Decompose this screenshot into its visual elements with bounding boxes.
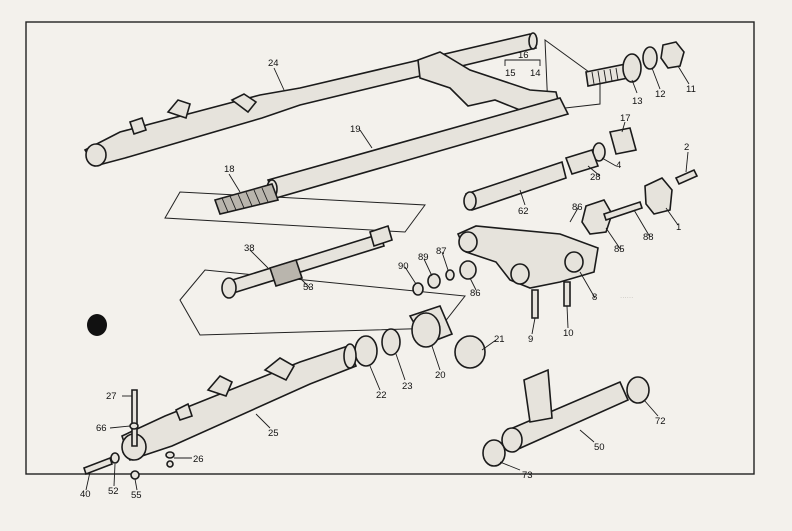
- bolt-2: [674, 168, 699, 186]
- callout-85: 85: [614, 244, 625, 255]
- callout-72: 72: [655, 416, 666, 427]
- callout-9: 9: [528, 334, 533, 345]
- callout-50: 50: [594, 442, 605, 453]
- callout-8: 8: [592, 292, 597, 303]
- lower-fasteners: [82, 389, 175, 480]
- axle-nut-assembly: [585, 41, 685, 87]
- bolt-9: [531, 289, 539, 319]
- damper-small-parts: [412, 260, 477, 296]
- callout-13: 13: [632, 96, 643, 107]
- callout-17: 17: [620, 113, 631, 124]
- damper-outline-lower: [179, 269, 466, 336]
- callout-89: 89: [418, 252, 429, 263]
- callout-52: 52: [108, 486, 119, 497]
- callout-66: 66: [96, 423, 107, 434]
- diagram-frame: [25, 21, 755, 475]
- callout-87: 87: [436, 246, 447, 257]
- callout-38: 38: [244, 243, 255, 254]
- callout-4: 4: [616, 160, 621, 171]
- callout-22: 22: [376, 390, 387, 401]
- callout-73: 73: [522, 470, 533, 481]
- callout-86-lower: 86: [470, 288, 481, 299]
- swing-arm-tube: [482, 368, 650, 467]
- lower-yoke-boss-left: [458, 231, 478, 253]
- callout-20: 20: [435, 370, 446, 381]
- fork-spring: [213, 183, 280, 215]
- callout-27: 27: [106, 391, 117, 402]
- callout-90: 90: [398, 261, 409, 272]
- callout-28: 28: [590, 172, 601, 183]
- callout-55: 55: [131, 490, 142, 501]
- callout-88: 88: [643, 232, 654, 243]
- callout-62: 62: [518, 206, 529, 217]
- callout-25: 25: [268, 428, 279, 439]
- callout-2: 2: [684, 142, 689, 153]
- callout-1: 1: [676, 222, 681, 233]
- fork-seals: [354, 305, 486, 369]
- leader-lines: [85, 59, 690, 491]
- sleeve-parts: [463, 127, 637, 212]
- damper-rod: [221, 224, 393, 299]
- bolt-10: [563, 281, 571, 307]
- callout-23: 23: [402, 381, 413, 392]
- lower-yoke-boss-mid: [510, 263, 530, 285]
- callout-14: 14: [530, 68, 541, 79]
- callout-11: 11: [686, 84, 696, 95]
- callout-86-upper: 86: [572, 202, 583, 213]
- callout-19: 19: [350, 124, 361, 135]
- ink-stain: [87, 314, 107, 336]
- callout-10: 10: [563, 328, 574, 339]
- callout-18: 18: [224, 164, 235, 175]
- callout-labels: 24 16 15 14 13 12 11 19 17 4 28 2 18 62 …: [80, 50, 696, 501]
- callout-15: 15: [505, 68, 516, 79]
- lower-yoke: [456, 225, 599, 289]
- damper-outline-upper: [164, 191, 426, 233]
- callout-24: 24: [268, 58, 279, 69]
- fork-leg-lower: [121, 343, 358, 462]
- callout-16: 16: [518, 50, 529, 61]
- callout-21: 21: [494, 334, 505, 345]
- callout-40: 40: [80, 489, 91, 500]
- svg-text:......: ......: [620, 291, 633, 300]
- lower-yoke-boss-right: [564, 251, 584, 273]
- callout-12: 12: [655, 89, 666, 100]
- handlebar-clamp: [581, 177, 673, 235]
- callout-53: 53: [303, 282, 314, 293]
- tube-outline: [544, 38, 601, 111]
- callout-26: 26: [193, 454, 204, 465]
